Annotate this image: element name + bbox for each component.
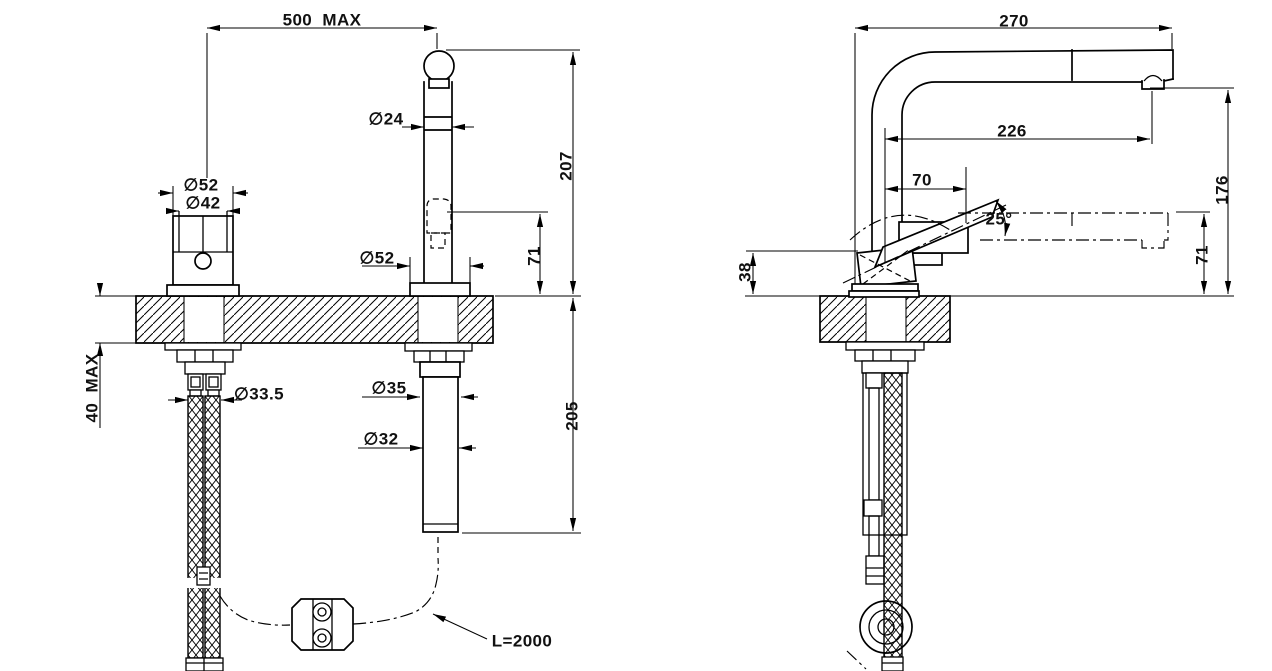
- dim-dia52-base-label: ∅52: [359, 248, 395, 268]
- dim-hose-length-label: L=2000: [491, 631, 553, 651]
- dim-70-label: 70: [912, 170, 932, 190]
- remote-handle-unit: [164, 211, 242, 397]
- dim-dia33-5-label: ∅33.5: [234, 384, 284, 404]
- dim-205-label: 205: [562, 401, 582, 431]
- spout-top-front: [423, 50, 455, 82]
- side-view: [745, 24, 1234, 671]
- counterweight-front: [291, 598, 354, 651]
- dim-176-label: 176: [1212, 175, 1232, 205]
- dim-dia42-label: ∅42: [185, 193, 221, 213]
- side-under-counter: [845, 341, 925, 671]
- spray-hose-path: [219, 595, 291, 626]
- dim-38-label: 38: [735, 262, 755, 282]
- spout-shank-tube: [404, 342, 473, 557]
- side-view-dimensions: [745, 24, 1234, 297]
- dim-40-max-label: 40 MAX: [82, 353, 102, 423]
- dim-207-label: 207: [556, 151, 576, 181]
- dim-71-front-label: 71: [524, 246, 544, 266]
- handle-lever-side: [873, 198, 1000, 269]
- handspray-phantom: [958, 212, 1169, 249]
- dim-25deg-label: 25°: [985, 209, 1013, 229]
- dim-500-max-label: 500 MAX: [282, 10, 362, 30]
- dim-71-side-label: 71: [1192, 245, 1212, 265]
- dim-dia35-label: ∅35: [371, 378, 407, 398]
- dim-dia52-handle-label: ∅52: [183, 175, 219, 195]
- dim-270-label: 270: [999, 11, 1029, 31]
- spout-outer-profile: [871, 49, 1174, 251]
- spout-base-flange: [409, 282, 471, 297]
- supply-hoses: [185, 395, 224, 671]
- handspray-hidden-outline: [426, 198, 452, 234]
- dim-dia32-label: ∅32: [363, 429, 399, 449]
- dim-226-label: 226: [997, 121, 1027, 141]
- front-view: [95, 24, 581, 671]
- dim-dia24-label: ∅24: [368, 109, 404, 129]
- aerator-outlet: [1143, 74, 1163, 82]
- handle-knob-front: [194, 252, 212, 270]
- front-view-dimensions: [95, 24, 581, 640]
